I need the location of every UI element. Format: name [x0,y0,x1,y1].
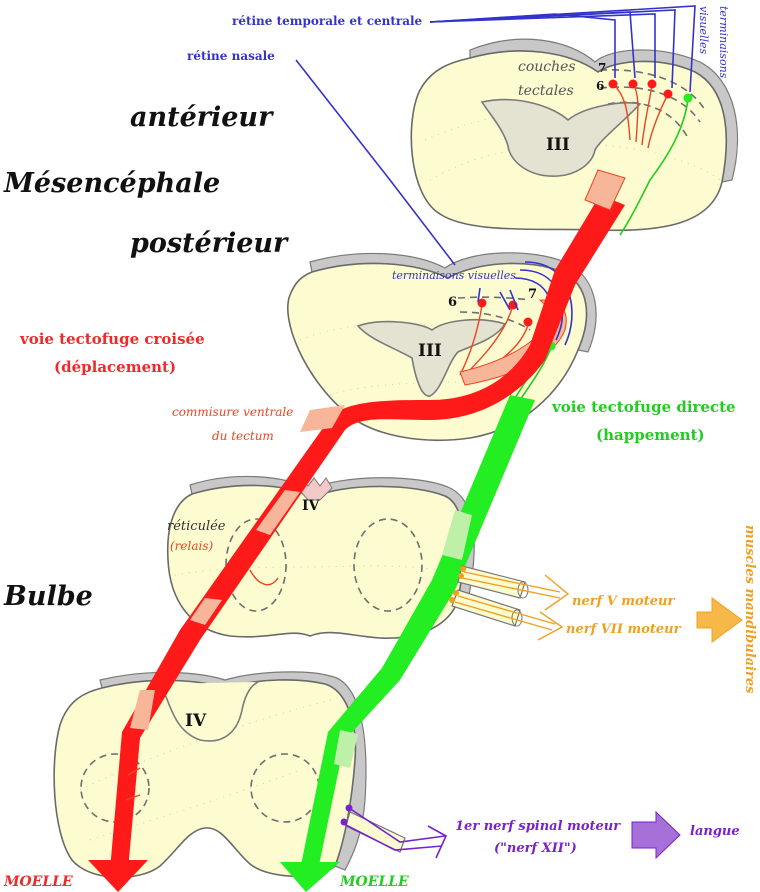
crossed-pathway-bundle [110,195,625,870]
label-moelle-crossed: MOELLE [3,874,73,890]
direct-pathway-bundle [300,395,535,870]
anterior-mesencephalon-section [410,38,739,236]
tectal-layer-7-line [457,296,531,301]
tectal-layer-7-line [599,68,706,111]
retinal-fiber-temporal [429,9,676,89]
label-layer-7-posterior: 7 [528,287,537,302]
relay-collateral [249,569,279,586]
visual-terminal [509,289,519,311]
label-mandibular-muscles: muscles mandibulaires [742,525,757,694]
tectal-layer-6-line [459,311,531,331]
label-ventricle-IV-lower: IV [185,711,207,731]
tectal-neuron-red [628,79,638,89]
label-crossed-pathway-1: voie tectofuge croisée [19,330,205,348]
label-spinal-nerve-2: ("nerf XII") [494,841,577,856]
bundle-segment-light [256,490,300,535]
tectal-efferent-fiber [459,304,483,376]
label-layer-6-anterior: 6 [596,79,604,93]
tectal-neuron-red [477,298,487,308]
motor-neuron-orange [453,590,459,596]
label-nerve-V: nerf V moteur [572,594,675,609]
label-bulbe: Bulbe [3,581,93,612]
label-direct-pathway-2: (happement) [596,426,705,444]
label-reticular: réticulée [167,519,226,534]
label-retina-temporal: rétine temporale et centrale [232,14,423,28]
tectal-neuron-red [663,89,673,99]
label-ventricle-IV-upper: IV [302,498,321,514]
tectal-efferent-fiber [647,93,669,149]
bundle-segment-light [334,730,358,768]
spinal-nerve-fiber [343,823,443,851]
visual-terminal [499,291,511,311]
label-layer-7-anterior: 7 [598,61,606,75]
motor-neuron-purple [340,818,348,826]
bundle-segment-light [442,510,472,560]
direct-pathway-arrowhead [280,862,340,892]
label-visual-terminals-visuelles: visuelles [697,6,710,55]
retinal-fiber-nasal [295,59,456,266]
direct-pathway-fiber [619,97,689,236]
motor-neuron-orange [460,566,466,572]
third-ventricle-anterior [480,98,642,177]
retinal-fiber-temporal [429,5,696,93]
nerve-VII-fiber [454,601,553,631]
label-ventral-commissure-2: du tectum [212,429,274,443]
nerve-VII-arrowhead [537,611,564,641]
spinal-nerve-fiber [348,807,446,843]
nerve-V-fiber [461,577,561,599]
label-tongue: langue [690,824,740,839]
tongue-arrow [631,810,681,860]
label-mesencephalon: Mésencéphale [3,168,220,199]
crossed-tectofugal-pathway [88,169,626,892]
tectal-neuron-red [523,317,533,327]
label-visual-terminals-posterior: terminaisons visuelles [392,269,516,282]
label-relay: (relais) [170,539,214,553]
spinal-collateral [127,767,141,776]
visual-terminal [477,287,481,303]
nerve-V-arrowhead [544,574,570,611]
motor-neuron-orange [458,573,464,579]
label-posterior: postérieur [130,228,289,259]
spinal-nerve-arrowhead [427,825,448,859]
label-tectal-layers-2: tectales [518,83,574,99]
retinal-afferents [295,5,696,266]
retinal-fiber-temporal [429,13,656,78]
label-anterior: antérieur [130,102,274,133]
tectal-neuron-green [683,93,693,103]
third-ventricle-posterior [356,318,507,397]
motor-neuron-orange [449,597,455,603]
direct-tectofugal-pathway [280,395,535,892]
tectal-neuron-red [608,79,618,89]
label-ventricle-III-posterior: III [418,341,442,361]
direct-pathway-fiber [519,344,553,401]
mandibular-muscles-arrow [696,597,743,643]
fourth-ventricle-lower [159,681,259,742]
nerve-V-fiber [463,571,561,593]
motor-neuron-purple [345,804,353,812]
cranial-nerves-V-VII [449,565,743,643]
bundle-segment-light [300,405,345,432]
bundle-segment-light [190,598,222,625]
label-retina-nasal: rétine nasale [187,49,275,63]
label-ventricle-III-anterior: III [546,135,570,155]
nerve-VII-fiber [457,595,556,625]
crossed-pathway-arrowhead [88,860,148,892]
label-spinal-nerve-1: 1er nerf spinal moteur [455,819,621,834]
label-nerve-VII: nerf VII moteur [566,622,682,637]
label-ventral-commissure-1: commisure ventrale [172,405,293,419]
spinal-collateral [125,794,141,801]
label-tectal-layers-1: couches [518,59,576,75]
spinal-nerve-XII [340,804,681,860]
reticular-nucleus-right [353,518,423,612]
label-moelle-direct: MOELLE [339,874,409,890]
label-crossed-pathway-2: (déplacement) [54,358,176,376]
dotted-contour [329,379,481,396]
label-direct-pathway-1: voie tectofuge directe [551,398,736,416]
label-visual-terminals-terminaisons: terminaisons [717,6,730,79]
tectal-neuron-red [647,79,657,89]
label-layer-6-posterior: 6 [448,295,457,310]
bundle-segment-light [584,169,626,211]
bundle-segment-light [130,690,155,730]
